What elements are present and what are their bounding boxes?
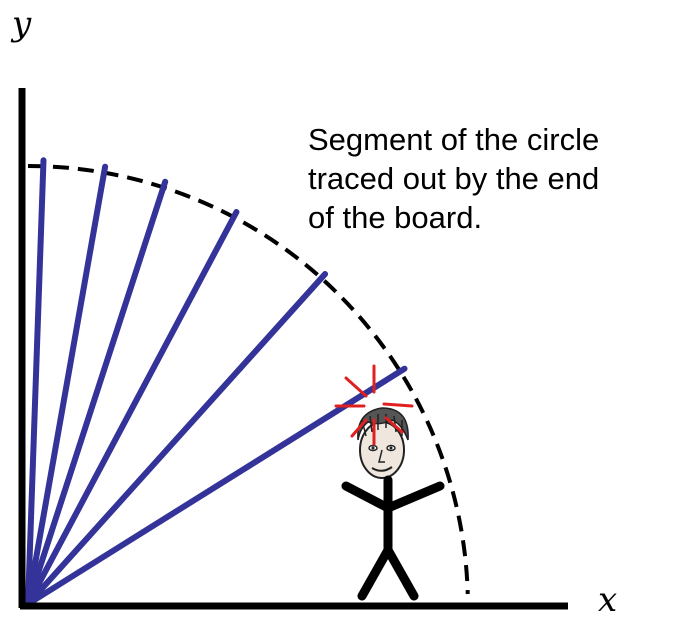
traced-circle-arc: [27, 164, 470, 595]
red-impact-burst-icon: [334, 364, 414, 446]
board-line: [25, 157, 47, 607]
board-line: [25, 163, 109, 607]
axes: [18, 88, 568, 610]
stick-figure-person-icon: [341, 407, 445, 601]
board-line: [25, 365, 408, 607]
x-axis-label: x: [598, 580, 618, 620]
caption-line: of the board.: [308, 200, 483, 235]
face-icon: [357, 407, 409, 479]
board-line: [25, 271, 329, 607]
board-line: [25, 208, 240, 607]
arc-caption: Segment of the circle traced out by the …: [308, 120, 673, 237]
caption-line: traced out by the end: [308, 161, 600, 196]
y-axis-label: y: [12, 4, 32, 44]
board-line: [25, 178, 169, 607]
stick-body: [341, 475, 445, 601]
board-positions: [25, 157, 408, 607]
caption-line: Segment of the circle: [308, 122, 600, 157]
